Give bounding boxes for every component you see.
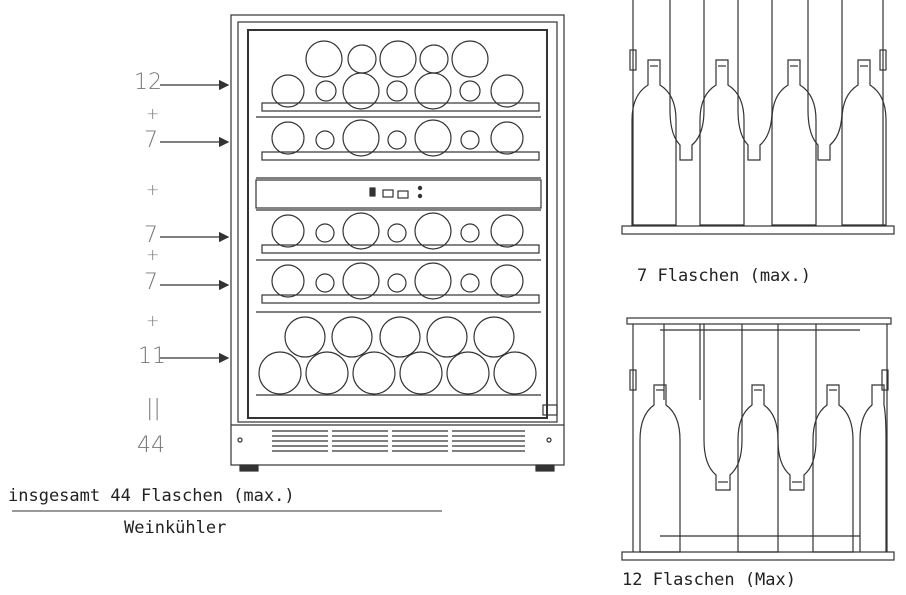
bottom-right-caption: 12 Flaschen (Max) — [622, 570, 796, 590]
row-1-count: 12 — [134, 70, 162, 95]
control-panel — [255, 179, 542, 209]
glass-panel — [247, 29, 548, 419]
row-2-count: 7 — [144, 128, 158, 153]
shelf-4 — [261, 262, 540, 304]
shelf-2 — [261, 119, 540, 161]
vent-grill — [272, 430, 525, 452]
plus-sign-4: + — [146, 311, 160, 330]
level-arrows — [160, 79, 230, 364]
total-caption: insgesamt 44 Flaschen (max.) — [8, 486, 295, 506]
plus-sign-3: + — [146, 245, 160, 264]
row-3-count: 7 — [144, 223, 158, 248]
plus-sign-1: + — [146, 104, 160, 123]
equals-sign: || — [146, 396, 161, 421]
shelf-detail-12-bottles — [621, 317, 895, 561]
plus-sign-2: + — [146, 180, 160, 199]
row-4-count: 7 — [144, 270, 158, 295]
top-right-caption: 7 Flaschen (max.) — [637, 266, 811, 286]
shelf-1 — [261, 40, 540, 112]
row-5-count: 11 — [138, 344, 166, 369]
door-frame — [237, 21, 558, 423]
product-caption: Weinkühler — [124, 518, 227, 538]
bottom-rack — [258, 316, 537, 395]
wine-cooler-drawing — [230, 14, 565, 472]
cabinet-outline — [230, 14, 565, 466]
shelf-detail-7-bottles — [621, 0, 895, 235]
total-count: 44 — [137, 433, 165, 458]
shelf-3 — [261, 212, 540, 254]
